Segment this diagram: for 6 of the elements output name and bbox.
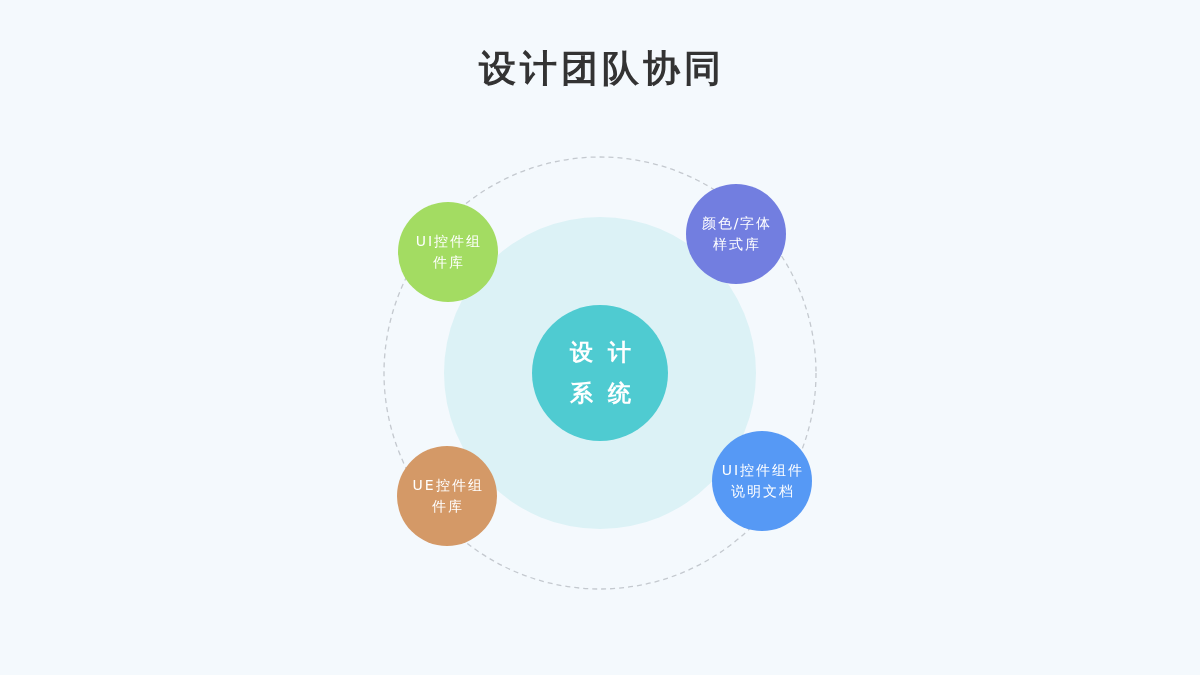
circle-label: 颜色/字体样式库 [700,214,774,254]
circle-label: UE控件组件库 [411,476,485,516]
circle-label: 设计系统 [568,338,647,408]
circle-label: UI控件组件库 [414,232,484,272]
page-title: 设计团队协同 [477,46,725,92]
circle-label: UI控件组件说明文档 [720,461,806,501]
